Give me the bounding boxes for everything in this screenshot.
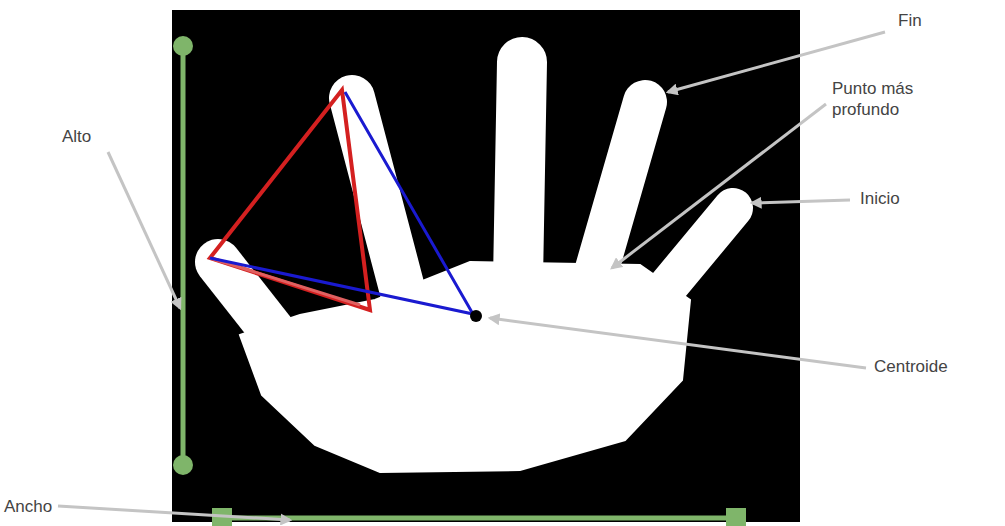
bar-end <box>726 508 746 526</box>
height-bar <box>181 46 186 465</box>
background <box>172 10 800 522</box>
callout-label: Inicio <box>860 188 940 209</box>
dimension-label: Ancho <box>4 496 74 517</box>
red-edge <box>210 258 360 305</box>
bar-end <box>173 36 193 56</box>
red-triangle <box>210 90 370 310</box>
callout-label: Fin <box>898 10 958 31</box>
blue-triangle <box>210 92 473 314</box>
dimension-label: Alto <box>62 126 122 147</box>
centroid-dot <box>470 310 482 322</box>
callout-label: Punto más profundo <box>832 78 952 120</box>
hand <box>218 62 733 472</box>
leader-lines <box>58 32 885 520</box>
bar-end <box>173 455 193 475</box>
callout-label: Centroide <box>874 356 984 377</box>
width-bar <box>222 516 736 521</box>
